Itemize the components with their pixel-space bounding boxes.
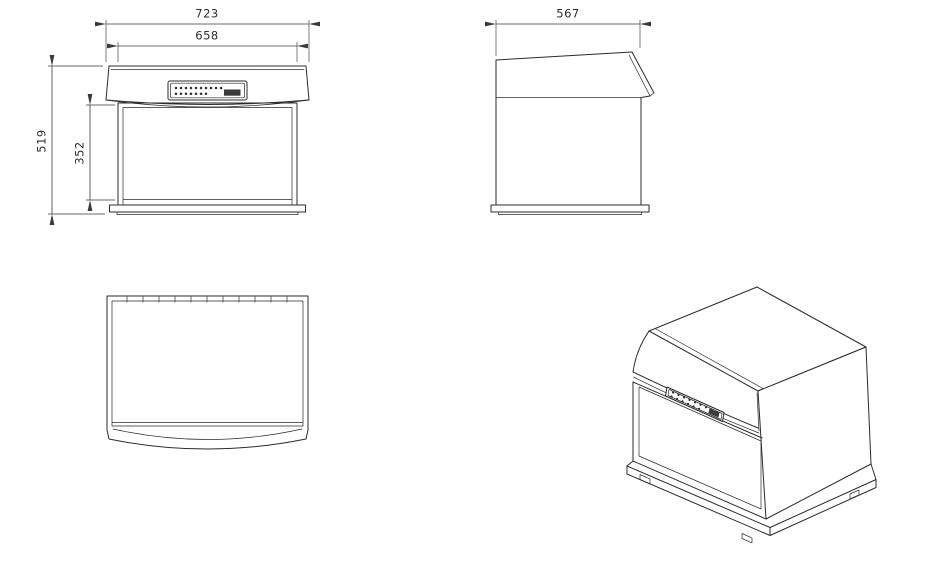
base-slab — [109, 204, 306, 213]
front-hood-inner-curve — [112, 428, 303, 440]
iso-foot-front-right — [741, 533, 753, 544]
iso-foot-back-right — [849, 489, 860, 500]
hood-left-edge — [105, 65, 110, 101]
side-profile — [495, 51, 655, 206]
iso-control-panel-inner-frame — [667, 389, 723, 420]
hood-to-body-joint — [640, 95, 651, 98]
hood-front-slope-outer — [631, 51, 655, 94]
cabinet-body-front — [117, 102, 298, 206]
body-outline — [117, 102, 298, 206]
hood-bottom-curve — [105, 99, 310, 105]
dim-label-opening-width: 658 — [195, 29, 218, 43]
front-hood-back-lines — [111, 422, 304, 427]
side-top-edge — [495, 51, 633, 61]
control-panel-buttons-row1 — [174, 86, 223, 90]
dim-depth: 567 — [485, 7, 651, 56]
iso-hood-left-edge — [632, 330, 650, 373]
iso-control-panel — [665, 386, 725, 422]
isometric-view — [626, 286, 877, 544]
lamp-position-ticks — [126, 296, 288, 303]
base-lip — [498, 211, 642, 215]
base-slab — [490, 204, 650, 213]
dim-label-opening-height: 352 — [73, 141, 87, 164]
dim-label-overall-height: 519 — [35, 129, 49, 152]
dim-label-depth: 567 — [556, 7, 579, 21]
iso-front-bottom-edge — [632, 460, 767, 520]
chamber-inner-walls — [122, 107, 293, 206]
top-inner-walls — [111, 300, 304, 427]
dim-overall-height: 519 — [35, 55, 105, 225]
iso-control-panel-display — [708, 408, 720, 418]
dim-extension-lines — [105, 20, 310, 62]
iso-base-thickness — [626, 465, 877, 536]
control-panel-buttons-row2 — [174, 92, 208, 96]
iso-opening-inner-frame — [638, 386, 762, 510]
dim-extension-lines — [48, 65, 105, 215]
dim-label-overall-width: 723 — [195, 7, 218, 21]
iso-hood-right-edge — [756, 392, 760, 432]
dim-opening-width: 658 — [107, 29, 308, 62]
dim-opening-height: 352 — [73, 94, 115, 211]
dim-extension-lines — [117, 42, 298, 62]
base-side — [490, 204, 650, 215]
hood-front-slope-inner — [628, 54, 655, 97]
base-front — [109, 204, 306, 215]
control-panel-inner-frame — [170, 82, 245, 99]
top-view — [106, 295, 309, 450]
iso-top-front-seam — [654, 328, 764, 389]
side-view: 567 — [485, 7, 655, 215]
dim-extension-lines — [495, 20, 641, 56]
hood-right-edge — [305, 65, 310, 101]
base-lip — [116, 211, 299, 215]
iso-foot-front-left — [639, 474, 651, 485]
top-outer-outline — [106, 295, 309, 450]
control-panel-display — [224, 89, 241, 96]
front-view: 723 658 519 352 — [35, 7, 320, 225]
iso-control-panel-buttons-row2 — [670, 395, 701, 410]
dim-overall-width: 723 — [95, 7, 320, 62]
iso-base — [626, 460, 877, 544]
control-panel — [167, 80, 248, 101]
